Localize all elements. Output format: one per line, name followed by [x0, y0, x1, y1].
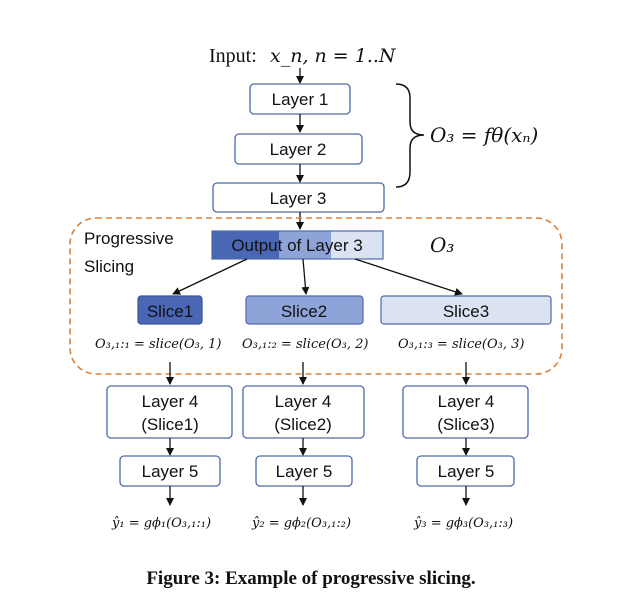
- o3-label: O₃: [430, 233, 454, 257]
- output-segment-slice1: [212, 231, 279, 259]
- slice1-box: Slice1: [137, 295, 203, 325]
- slice1-label: Slice1: [147, 302, 193, 321]
- slice3-label: Slice3: [443, 302, 489, 321]
- layer-2-box: Layer 2: [234, 133, 363, 165]
- layer-2-label: Layer 2: [270, 140, 327, 159]
- output-layer3-label: Output of Layer 3: [231, 236, 362, 255]
- slice2-label: Slice2: [281, 302, 327, 321]
- slice1-formula: O₃,₁:₁ = slice(O₃, 1): [95, 337, 221, 352]
- input-expression: x_n, n = 1..N: [270, 45, 397, 67]
- layer4-slice3-line1: Layer 4: [438, 392, 495, 411]
- layer-1-box: Layer 1: [249, 83, 351, 115]
- output-segment-slice3: [331, 231, 383, 259]
- slice2-formula: O₃,₁:₂ = slice(O₃, 2): [242, 337, 368, 352]
- input-label: Input:: [209, 45, 257, 67]
- arrow-output-slice2: [301, 258, 310, 295]
- region-label-line1: Progressive: [84, 229, 174, 248]
- curly-brace: [395, 83, 425, 188]
- output-segment-slice2: [279, 231, 331, 259]
- figure-caption: Figure 3: Example of progressive slicing…: [146, 568, 475, 589]
- arrow-output-slice1: [172, 258, 248, 295]
- arrow-output-slice3: [354, 258, 463, 296]
- layer5-slice2-label: Layer 5: [276, 462, 333, 481]
- slice2-box: Slice2: [245, 295, 364, 325]
- layer4-slice3-box: Layer 4 (Slice3): [402, 385, 529, 439]
- slice3-box: Slice3: [380, 295, 552, 325]
- slice3-formula: O₃,₁:₃ = slice(O₃, 3): [398, 337, 524, 352]
- layer5-slice2-box: Layer 5: [255, 455, 353, 487]
- layer4-slice1-box: Layer 4 (Slice1): [106, 385, 233, 439]
- brace-expression: O₃ = fθ(xₙ): [430, 123, 538, 147]
- output-formula-slice2: ŷ₂ = gϕ₂(O₃,₁:₂): [251, 516, 351, 531]
- output-formula-slice3: ŷ₃ = gϕ₃(O₃,₁:₃): [413, 516, 513, 531]
- region-label-line2: Slicing: [84, 257, 134, 276]
- layer5-slice3-label: Layer 5: [438, 462, 495, 481]
- layer4-slice2-line1: Layer 4: [275, 392, 332, 411]
- layer-3-box: Layer 3: [212, 182, 385, 213]
- layer5-slice3-box: Layer 5: [416, 455, 515, 487]
- layer4-slice2-line2: (Slice2): [274, 415, 332, 434]
- layer4-slice1-line2: (Slice1): [141, 415, 199, 434]
- output-layer3-bar: Output of Layer 3: [211, 230, 384, 260]
- layer5-slice1-label: Layer 5: [142, 462, 199, 481]
- layer-1-label: Layer 1: [272, 90, 329, 109]
- layer4-slice1-line1: Layer 4: [142, 392, 199, 411]
- layer5-slice1-box: Layer 5: [119, 455, 221, 487]
- layer-3-label: Layer 3: [270, 189, 327, 208]
- progressive-slicing-region: [69, 217, 563, 375]
- layer4-slice3-line2: (Slice3): [437, 415, 495, 434]
- layer4-slice2-box: Layer 4 (Slice2): [242, 385, 365, 439]
- output-formula-slice1: ŷ₁ = gϕ₁(O₃,₁:₁): [111, 516, 211, 531]
